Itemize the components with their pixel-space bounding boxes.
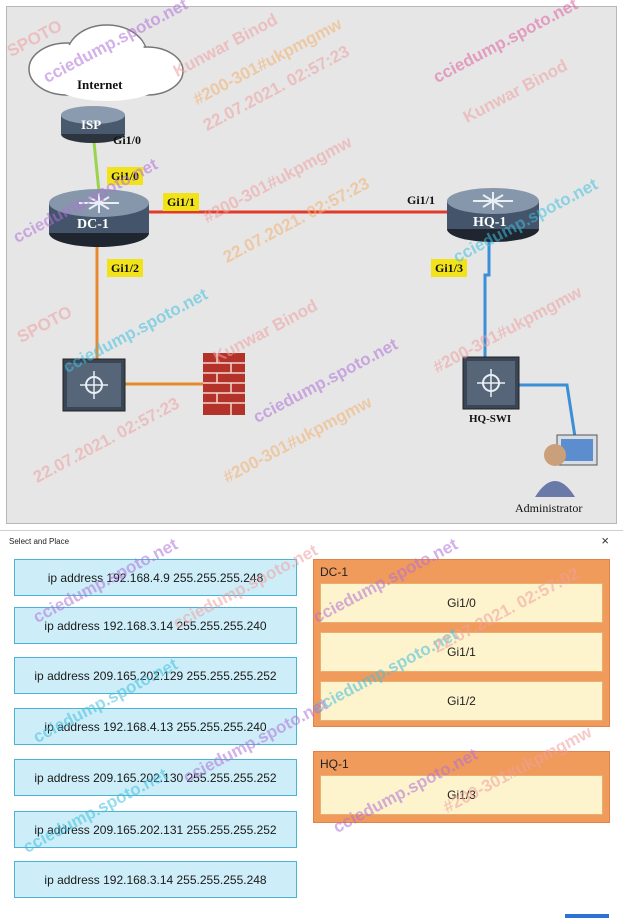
hq1-gi13-label: Gi1/3 xyxy=(431,259,468,277)
dc-switch-icon xyxy=(62,358,126,412)
close-icon[interactable]: × xyxy=(601,533,609,548)
link-hqswi-admin xyxy=(507,383,577,438)
hq1-router-icon xyxy=(447,188,539,242)
firewall-icon xyxy=(203,353,245,415)
dc1-gi11-label: Gi1/1 xyxy=(163,193,200,211)
dialog-title: Select and Place xyxy=(9,537,70,546)
dc1-router-icon xyxy=(49,189,149,247)
isp-label: ISP xyxy=(81,117,102,132)
command-option-4[interactable]: ip address 192.168.4.13 255.255.255.240 xyxy=(14,708,297,745)
command-option-5[interactable]: ip address 209.165.202.130 255.255.255.2… xyxy=(14,759,297,796)
administrator-label: Administrator xyxy=(515,501,583,515)
dc1-slot-gi11[interactable]: Gi1/1 xyxy=(320,632,603,672)
dc1-label: DC-1 xyxy=(77,217,109,232)
internet-label: Internet xyxy=(77,77,123,92)
internet-cloud-icon xyxy=(28,24,184,101)
horizontal-scrollbar[interactable] xyxy=(565,914,609,918)
hq1-target-group: HQ-1 Gi1/3 xyxy=(313,751,610,823)
hq1-gi11-label: Gi1/1 xyxy=(407,193,436,207)
hqswi-label: HQ-SWI xyxy=(469,413,512,425)
command-option-3[interactable]: ip address 209.165.202.129 255.255.255.2… xyxy=(14,657,297,694)
dc1-target-group: DC-1 Gi1/0 Gi1/1 Gi1/2 xyxy=(313,559,610,727)
link-hq1-hqswi xyxy=(483,237,491,359)
network-topology-diagram: Internet ISP Gi1/0 Gi1/0 Gi1/1 Gi1/2 Gi1… xyxy=(6,6,617,524)
dc1-slot-gi10[interactable]: Gi1/0 xyxy=(320,583,603,623)
dc1-gi10-label: Gi1/0 xyxy=(107,167,144,185)
command-option-7[interactable]: ip address 192.168.3.14 255.255.255.248 xyxy=(14,861,297,898)
select-and-place-dialog: Select and Place × ip address 192.168.4.… xyxy=(0,530,623,918)
hq1-group-title: HQ-1 xyxy=(320,757,349,771)
dc1-group-title: DC-1 xyxy=(320,565,349,579)
isp-interface-label: Gi1/0 xyxy=(113,133,142,147)
administrator-icon xyxy=(535,434,598,497)
isp-router-icon xyxy=(61,106,125,143)
hqswi-switch-icon xyxy=(462,356,520,410)
command-option-6[interactable]: ip address 209.165.202.131 255.255.255.2… xyxy=(14,811,297,848)
dc1-gi12-label: Gi1/2 xyxy=(107,259,144,277)
command-option-1[interactable]: ip address 192.168.4.9 255.255.255.248 xyxy=(14,559,297,596)
command-option-2[interactable]: ip address 192.168.3.14 255.255.255.240 xyxy=(14,607,297,644)
dc1-slot-gi12[interactable]: Gi1/2 xyxy=(320,681,603,721)
hq1-slot-gi13[interactable]: Gi1/3 xyxy=(320,775,603,815)
hq1-label: HQ-1 xyxy=(473,215,507,230)
topology-drawing xyxy=(28,24,598,497)
